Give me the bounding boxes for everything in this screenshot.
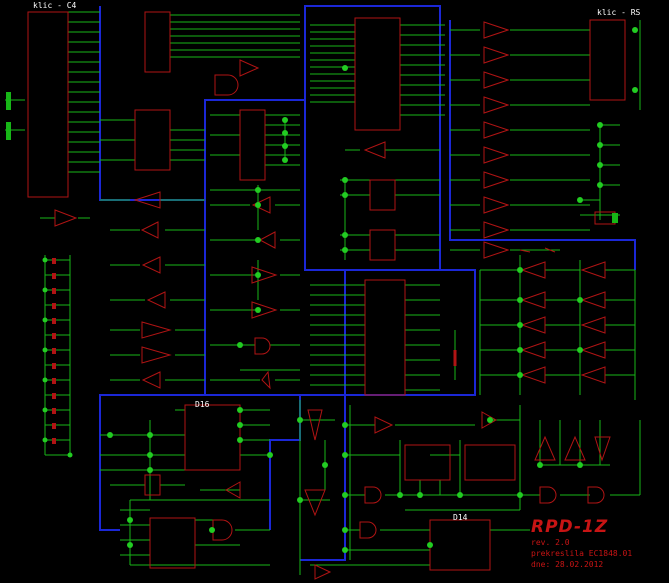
pads <box>6 92 618 223</box>
connector-c4 <box>27 11 69 198</box>
drawing-note: prekreslila EC1848.01 <box>531 549 633 558</box>
connector-rs <box>589 19 626 101</box>
chip-d14 <box>429 519 491 571</box>
components <box>27 11 626 580</box>
chip-top-left <box>144 11 171 73</box>
drawing-date: dne: 28.02.2012 <box>531 560 604 569</box>
chip-big-top <box>354 17 401 131</box>
junctions <box>42 27 638 553</box>
chip-small-b <box>369 229 396 261</box>
chip-bottom-a <box>404 444 451 481</box>
chip-bottom-b <box>464 444 516 481</box>
chip-d16 <box>184 404 241 471</box>
chip-bottom-left <box>149 517 196 569</box>
connector-right-label: klic - RS <box>597 8 641 17</box>
drawing-title: RPD-1Z <box>531 517 609 537</box>
chip-small-a <box>369 179 396 211</box>
wires <box>5 11 641 575</box>
chip-left <box>134 109 171 171</box>
chip-big-center <box>364 279 406 396</box>
bus-lines <box>99 5 636 561</box>
chip-d14-label: D14 <box>453 513 468 522</box>
drawing-revision: rev. 2.0 <box>531 538 570 547</box>
dip-switch <box>144 474 161 496</box>
connector-left-label: klic - C4 <box>33 1 77 10</box>
chip-d16-label: D16 <box>195 400 210 409</box>
chip-middle <box>239 109 266 181</box>
